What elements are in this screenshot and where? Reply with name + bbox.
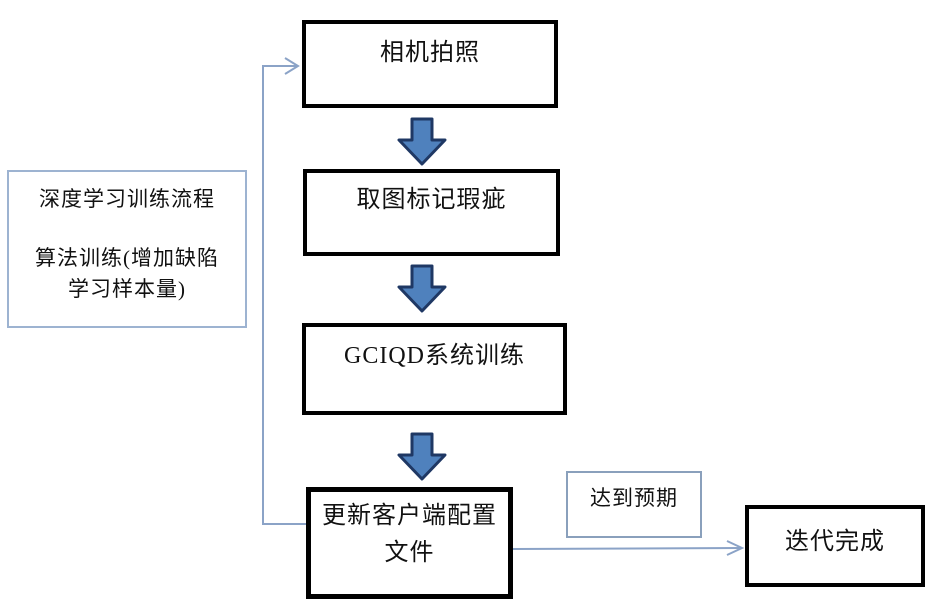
- loop-connector-arrowhead-icon: [284, 57, 300, 75]
- flow-node-iteration-complete-label: 迭代完成: [785, 529, 885, 555]
- legend-box: 深度学习训练流程 算法训练(增加缺陷 学习样本量): [7, 170, 247, 328]
- edge-label-expectation-met-text: 达到预期: [590, 486, 678, 510]
- flow-node-update-client-config-label-line1: 更新客户端配置: [322, 503, 497, 529]
- result-connector-line: [512, 547, 741, 550]
- down-block-arrow-icon-3: [397, 432, 447, 481]
- flow-node-camera-capture-label: 相机拍照: [380, 40, 480, 66]
- result-connector-arrowhead-icon: [726, 540, 745, 556]
- flow-node-update-client-config: 更新客户端配置 文件: [306, 487, 513, 599]
- flow-node-gciqd-training: GCIQD系统训练: [302, 323, 567, 415]
- flow-node-update-client-config-label-line2: 文件: [384, 540, 435, 566]
- legend-title: 深度学习训练流程: [39, 187, 215, 211]
- legend-line3: 学习样本量): [68, 277, 186, 301]
- flow-node-mark-defects: 取图标记瑕疵: [303, 169, 560, 256]
- flow-node-iteration-complete: 迭代完成: [745, 505, 925, 587]
- flow-node-camera-capture: 相机拍照: [302, 20, 558, 108]
- legend-line2: 算法训练(增加缺陷: [35, 246, 219, 270]
- down-block-arrow-icon-2: [397, 264, 447, 313]
- flow-node-gciqd-training-label: GCIQD系统训练: [344, 343, 525, 369]
- flow-node-mark-defects-label: 取图标记瑕疵: [356, 187, 507, 213]
- down-block-arrow-icon-1: [397, 117, 447, 166]
- edge-label-expectation-met: 达到预期: [566, 471, 702, 538]
- loop-connector-line: [262, 65, 306, 525]
